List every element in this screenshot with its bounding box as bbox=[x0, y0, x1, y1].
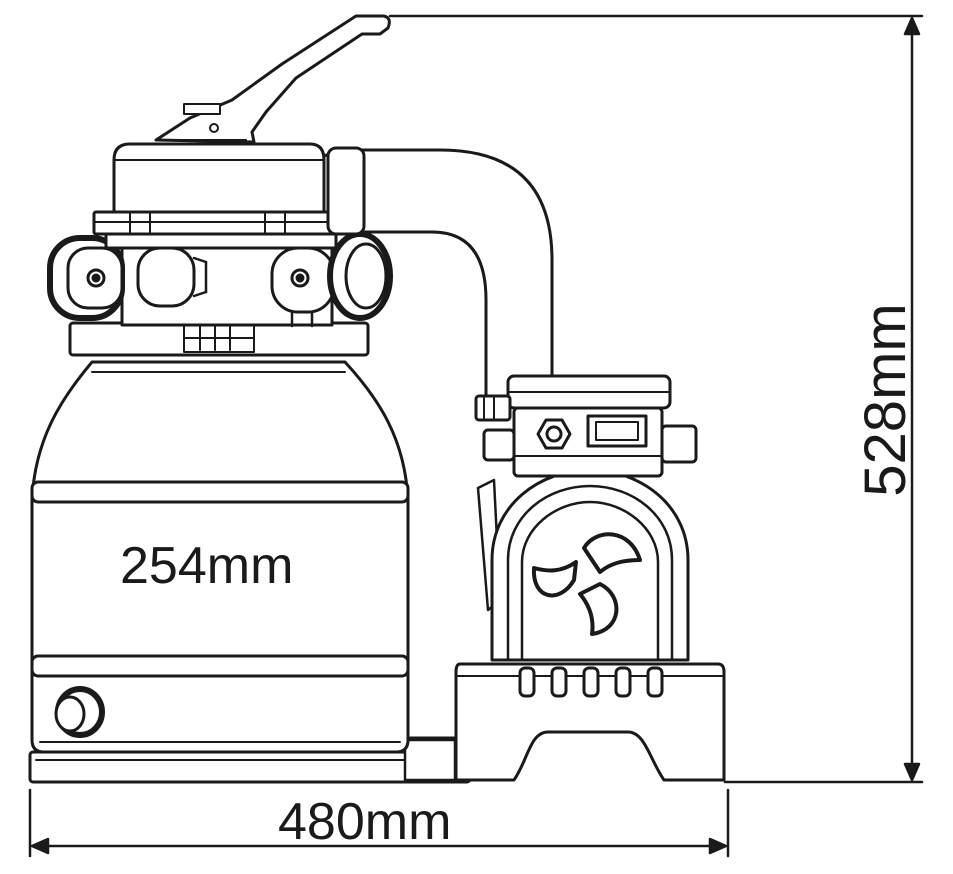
pump-housing bbox=[476, 468, 690, 662]
valve-port-right bbox=[270, 231, 393, 328]
base-dimension bbox=[28, 788, 730, 858]
valve-flange bbox=[92, 210, 346, 250]
pump-motor-top bbox=[474, 374, 698, 478]
total-height-label: 528mm bbox=[853, 303, 918, 497]
filter-width-label: 254mm bbox=[120, 537, 294, 595]
power-switch bbox=[586, 414, 648, 448]
filter-tank bbox=[30, 360, 410, 754]
valve-top-cap bbox=[112, 142, 342, 214]
pump-base bbox=[454, 662, 726, 782]
valve-collar bbox=[68, 321, 370, 357]
connection-hose bbox=[326, 146, 554, 400]
base-width-label: 480mm bbox=[278, 793, 452, 851]
hex-bolt-icon bbox=[536, 418, 572, 450]
height-dimension bbox=[388, 14, 924, 784]
valve-handle bbox=[154, 14, 391, 144]
drain-plug bbox=[54, 686, 105, 738]
impeller-fan-icon bbox=[531, 532, 642, 636]
valve-port-left bbox=[47, 235, 125, 321]
multiport-valve bbox=[47, 231, 393, 328]
